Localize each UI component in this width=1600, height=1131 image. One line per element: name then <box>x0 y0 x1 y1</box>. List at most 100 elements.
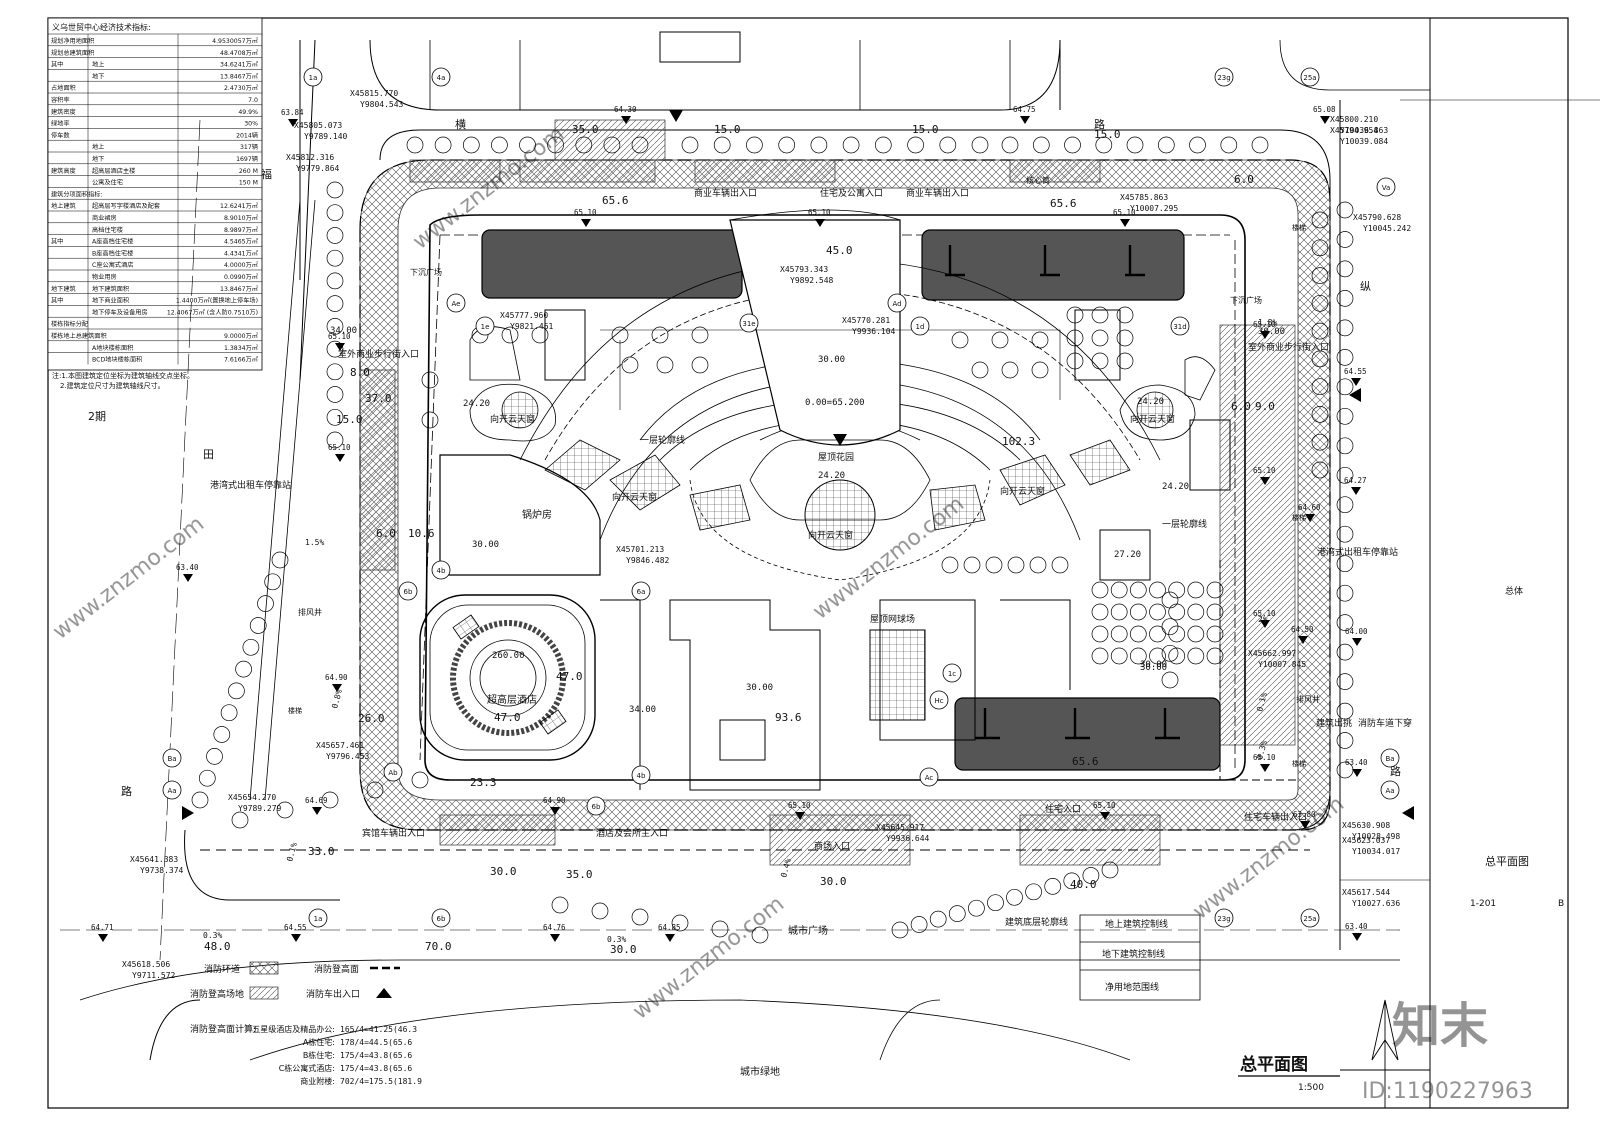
roads <box>60 31 1600 1061</box>
dimension-text: 6.0 <box>376 527 396 540</box>
tree-icon <box>326 363 344 381</box>
tree-icon <box>491 136 508 154</box>
coordinate-x: X45790.628 <box>1353 213 1401 222</box>
legend-fire-entry: 消防车出入口 <box>306 988 360 1000</box>
elevation-triangle-icon <box>550 934 560 942</box>
drawing-title-text: 总平面图 <box>1240 1054 1308 1075</box>
tree-icon <box>1149 647 1166 665</box>
tree-icon <box>1006 888 1023 906</box>
legend-fire-site: 消防登高场地 <box>190 988 244 1000</box>
coordinate-x: X45800.210 <box>1330 115 1378 124</box>
slope-text: 1.8% <box>1258 318 1277 327</box>
label-text: 一层轮廓线 <box>1162 518 1207 530</box>
tree-icon <box>326 204 344 222</box>
elevation-value: 65.10 <box>1253 609 1276 618</box>
axis-label: 25a <box>1303 915 1316 923</box>
slope-text: 0.8% <box>330 688 344 709</box>
label-text: 地下建筑控制线 <box>1102 948 1165 960</box>
tree-icon <box>907 136 924 154</box>
level-text: 34.00 <box>629 705 656 715</box>
elevation-triangle-icon <box>1260 331 1270 339</box>
fire-calc-value: 175/4=43.8(65.6 <box>340 1051 412 1060</box>
tree-icon <box>603 136 621 154</box>
tree-icon <box>1311 267 1329 284</box>
axis-bubble-icon <box>586 796 606 816</box>
label-text: 排风井 <box>1296 694 1320 704</box>
tech-row-sub: 超高层酒店主楼 <box>92 167 135 175</box>
tech-row-value: 48.4708万㎡ <box>220 49 259 57</box>
label-text: 下沉广场 <box>410 267 442 277</box>
tree-icon <box>519 136 536 154</box>
level-text: 30.00 <box>1258 327 1285 337</box>
label-text: 楼梯 <box>288 706 302 715</box>
coordinate-x: X45618.506 <box>122 960 170 969</box>
fire-entry-icon <box>669 110 683 122</box>
elevation-value: 64.27 <box>1344 476 1367 485</box>
elevation-value: 65.10 <box>328 332 351 341</box>
elevation-value: 65.10 <box>1113 208 1136 217</box>
label-text: 楼梯 <box>1292 759 1306 768</box>
tree-icon <box>1336 437 1354 455</box>
axis-bubble-icon <box>887 293 907 313</box>
elevation-value: 65.10 <box>788 801 811 810</box>
fire-calc-value: 178/4=44.5(65.6 <box>340 1038 412 1047</box>
tree-icon <box>1336 201 1354 219</box>
elevation-triangle-icon <box>98 934 108 942</box>
tree-icon <box>1110 603 1128 621</box>
dimension-text: 10.6 <box>408 527 435 540</box>
axis-bubble-icon <box>1300 67 1320 87</box>
tech-row-value: 4.0000万㎡ <box>224 261 259 269</box>
tech-row-value: 4.5465万㎡ <box>224 238 259 246</box>
elevation-value: 65.10 <box>328 443 351 452</box>
elevation-value: 64.85 <box>658 923 681 932</box>
axis-bubble-icon <box>431 67 451 87</box>
tree-icon <box>656 356 674 374</box>
tech-row-sub: 高档住宅楼 <box>92 226 123 234</box>
elevation-triangle-icon <box>288 119 298 127</box>
fire-sites <box>359 119 1296 866</box>
dimension-text: 65.6 <box>602 194 629 207</box>
tree-icon <box>1311 378 1329 396</box>
tree-icon <box>1091 625 1109 643</box>
level-text: 30.00 <box>472 540 499 550</box>
level-text: 0.00=65.200 <box>805 398 865 408</box>
label-text: 纵 <box>1360 280 1371 293</box>
dimension-text: 30.0 <box>820 875 847 888</box>
elevation-value: 64.76 <box>543 923 566 932</box>
elevation-value: 64.55 <box>284 923 307 932</box>
coordinate-x: X45654.270 <box>228 793 276 802</box>
tree-icon <box>591 902 609 920</box>
axis-bubble-icon <box>303 67 323 87</box>
axis-label: Ab <box>388 769 398 777</box>
tree-icon <box>326 318 344 335</box>
north-arrow-icon <box>1340 999 1430 1108</box>
tree-icon <box>963 556 981 574</box>
label-text: 建筑出挑 <box>1316 717 1352 729</box>
slope-text: 2% <box>1258 615 1268 624</box>
label-text: 宾馆车辆出入口 <box>362 827 425 839</box>
elevation-triangle-icon <box>815 219 825 227</box>
elevation-triangle-icon <box>1020 116 1030 124</box>
tech-row-sub: B座高档住宅楼 <box>92 249 133 257</box>
tree-icon <box>1091 352 1109 370</box>
tree-icon <box>631 908 649 926</box>
elevation-triangle-icon <box>1305 514 1315 522</box>
dashed-offset-line <box>1219 560 1300 781</box>
tree-icon <box>1336 290 1354 307</box>
tree-icon <box>891 921 909 939</box>
label-text: 城市绿地 <box>740 1065 780 1078</box>
tree-icon <box>249 617 267 634</box>
dimension-text: 6.0 <box>1231 400 1251 413</box>
tech-row-value: 13.8467万㎡ <box>220 72 259 80</box>
tree-icon <box>1126 136 1144 154</box>
tree-icon <box>651 326 669 344</box>
tech-row-sub: 地下商业面积 <box>92 297 129 305</box>
tree-icon <box>1031 331 1049 349</box>
axis-bubble-icon <box>431 560 451 580</box>
tree-icon <box>235 660 252 678</box>
coordinate-y: Y9738.374 <box>140 866 184 875</box>
axis-bubble-icon <box>1380 748 1400 768</box>
sheet-number: 1-201 <box>1470 899 1496 909</box>
tree-icon <box>326 272 344 290</box>
